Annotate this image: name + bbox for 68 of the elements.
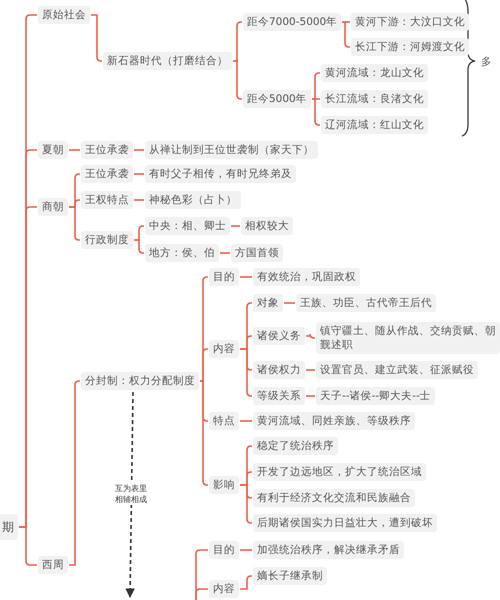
topic-box: 嫡长子继承制	[253, 567, 327, 585]
connector-line	[240, 420, 252, 422]
topic-box: 从禅让制到王位世袭制（家天下）	[145, 141, 318, 159]
topic-box: 内容	[209, 340, 239, 358]
topic-box: 等级关系	[253, 387, 305, 405]
topic-box: 分封制：权力分配制度	[81, 372, 199, 390]
topic-box: 诸侯义务	[253, 327, 305, 345]
topic-box: 王权特点	[81, 191, 133, 209]
topic-box: 长江流域：良渚文化	[321, 90, 428, 108]
topic-box: 神秘色彩（占卜）	[145, 191, 241, 209]
topic-box: 后期诸侯国实力日益壮大，遭到破坏	[253, 514, 437, 532]
topic-box: 对象	[253, 294, 283, 312]
topic-box: 影响	[209, 476, 239, 494]
topic-box: 西周	[38, 556, 68, 574]
connector-line	[19, 526, 37, 566]
topic-box: 目的	[209, 268, 239, 286]
topic-box: 诸侯权力	[253, 361, 305, 379]
connector-line	[306, 333, 316, 339]
topic-box: 有时父子相传，有时兄终弟及	[145, 165, 296, 183]
edge-label: 互为表里相辅相成	[114, 482, 148, 504]
topic-box: 距今7000-5000年	[243, 13, 342, 31]
topic-box: 新石器时代（打磨结合）	[103, 52, 232, 70]
topic-box: 长江下游：河姆渡文化	[351, 38, 469, 56]
brace-label: 多	[480, 55, 493, 70]
topic-box: 期	[0, 514, 18, 540]
dashed-arrow	[125, 392, 135, 598]
topic-box: 镇守疆土、随从作战、交纳贡赋、朝觐述职	[316, 322, 500, 354]
topic-box: 距今5000年	[243, 90, 311, 108]
topic-box: 王族、功臣、古代帝王后代	[296, 294, 436, 312]
connector-line	[306, 369, 315, 371]
connector-line	[134, 199, 144, 201]
topic-box: 行政制度	[81, 231, 133, 249]
topic-box: 黄河流域：龙山文化	[321, 64, 428, 82]
topic-box: 辽河流域：红山文化	[321, 116, 428, 134]
connector-line	[231, 225, 240, 227]
topic-box: 夏朝	[38, 141, 68, 159]
topic-box: 中央：相、卿士	[145, 217, 230, 235]
topic-box: 原始社会	[38, 6, 90, 24]
topic-box: 开发了边远地区，扩大了统治区域	[253, 463, 426, 481]
connector-line	[134, 173, 144, 175]
topic-box: 有效统治，巩固政权	[253, 268, 360, 286]
connector-line	[134, 149, 144, 151]
topic-box: 天子--诸侯--卿大夫--士	[316, 387, 435, 405]
topic-box: 加强统治秩序，解决继承矛盾	[253, 541, 404, 559]
topic-box: 商朝	[38, 198, 68, 216]
topic-box: 设置官员、建立武装、征派赋役	[316, 361, 478, 379]
connector-line	[240, 549, 252, 551]
connector-line	[69, 149, 80, 151]
connector-line	[220, 252, 230, 254]
topic-box: 黄河下游：大汶口文化	[351, 13, 469, 31]
topic-box: 特点	[209, 412, 239, 430]
topic-box: 内容	[209, 580, 239, 598]
connector-line	[306, 395, 315, 397]
topic-box: 稳定了统治秩序	[253, 437, 338, 455]
topic-box: 王位承袭	[81, 165, 133, 183]
connector-line	[200, 348, 208, 382]
connector-line	[240, 575, 252, 590]
topic-box: 有利于经济文化交流和民族融合	[253, 489, 415, 507]
connector-line	[195, 588, 208, 600]
topic-box: 目的	[209, 541, 239, 559]
connector-line	[240, 276, 252, 278]
topic-box: 方国首领	[231, 244, 283, 262]
topic-box: 王位承袭	[81, 141, 133, 159]
connector-line	[284, 302, 295, 304]
topic-box: 黄河流域、同姓亲族、等级秩序	[253, 412, 415, 430]
connector-line	[134, 239, 144, 254]
topic-box: 地方：侯、伯	[145, 244, 219, 262]
topic-box: 相权较大	[241, 217, 293, 235]
